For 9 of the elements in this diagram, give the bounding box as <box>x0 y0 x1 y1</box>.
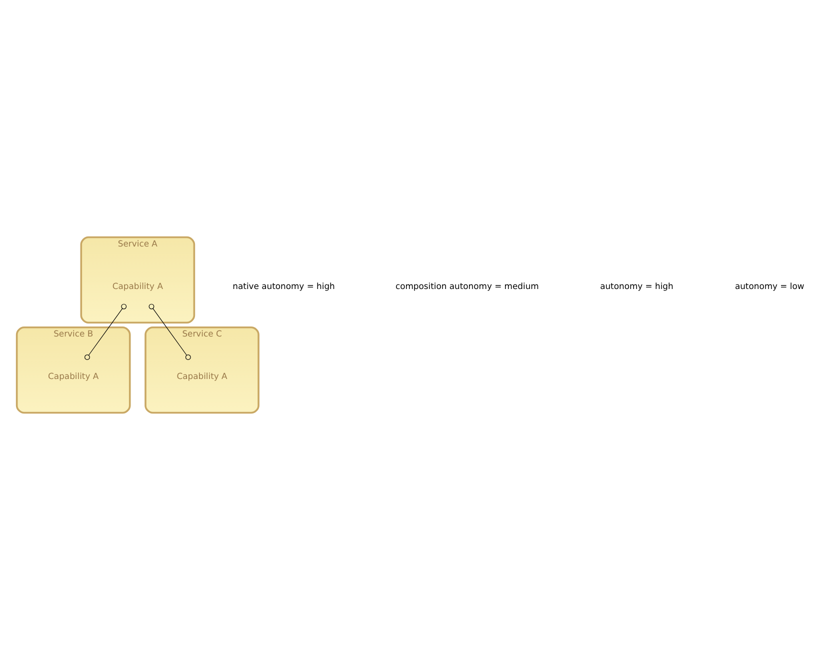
label: autonomy = low <box>734 280 804 291</box>
node-text: Capability A <box>112 280 163 291</box>
label: autonomy = high <box>600 280 674 291</box>
label: native autonomy = high <box>232 280 335 291</box>
connector <box>148 303 191 360</box>
node-text: Capability A <box>176 370 228 381</box>
label: composition autonomy = medium <box>395 280 539 291</box>
node-text: Capability A <box>48 370 99 381</box>
connector <box>84 303 127 360</box>
